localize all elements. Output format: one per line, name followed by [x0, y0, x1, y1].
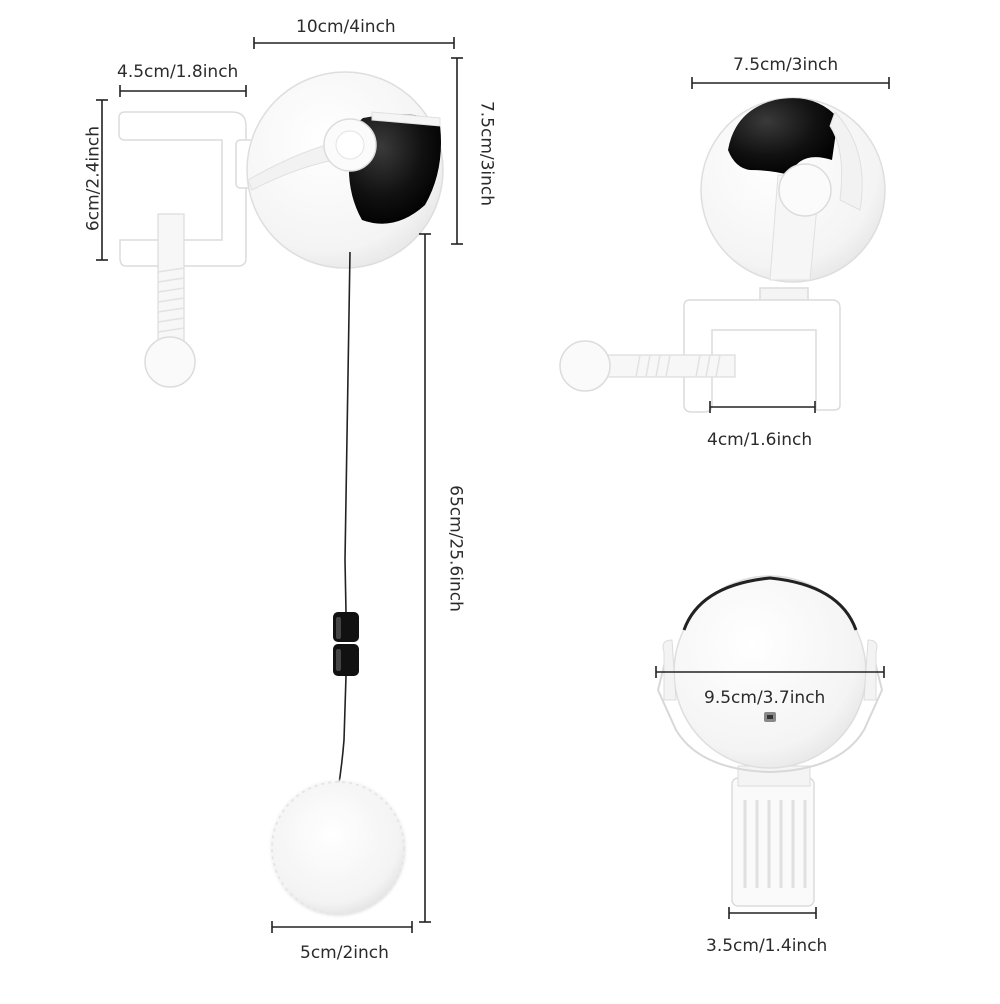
hanging-string-lower — [337, 675, 347, 791]
dimension-lines — [96, 37, 890, 933]
back-view-product — [656, 575, 884, 907]
pompom — [270, 780, 406, 916]
front-view-product — [118, 71, 444, 916]
pompom-width-label: 5cm/2inch — [300, 943, 389, 963]
ball-height-label: 7.5cm/3inch — [476, 100, 497, 207]
clamp-left — [118, 111, 255, 267]
toy-ball-front — [246, 71, 444, 269]
toy-ball-side — [700, 97, 886, 283]
string-length-label: 65cm/25.6inch — [445, 485, 466, 612]
clamp-height-label: 6cm/2.4inch — [83, 125, 104, 232]
clamp-screw-side — [559, 340, 736, 392]
string-weight — [333, 612, 359, 676]
back-clip-width-label: 3.5cm/1.4inch — [706, 936, 828, 956]
total-width-label: 10cm/4inch — [296, 17, 396, 37]
side-view-product — [559, 97, 886, 413]
toy-ball-back — [656, 575, 884, 774]
clamp-opening-label: 4cm/1.6inch — [707, 430, 813, 450]
back-clip — [731, 765, 815, 907]
back-width-label: 9.5cm/3.7inch — [704, 688, 826, 708]
side-ball-width-label: 7.5cm/3inch — [733, 55, 839, 75]
clamp-screw-left — [144, 213, 196, 388]
clamp-width-label: 4.5cm/1.8inch — [117, 62, 239, 82]
hanging-string — [344, 251, 351, 613]
clamp-side — [683, 287, 841, 413]
